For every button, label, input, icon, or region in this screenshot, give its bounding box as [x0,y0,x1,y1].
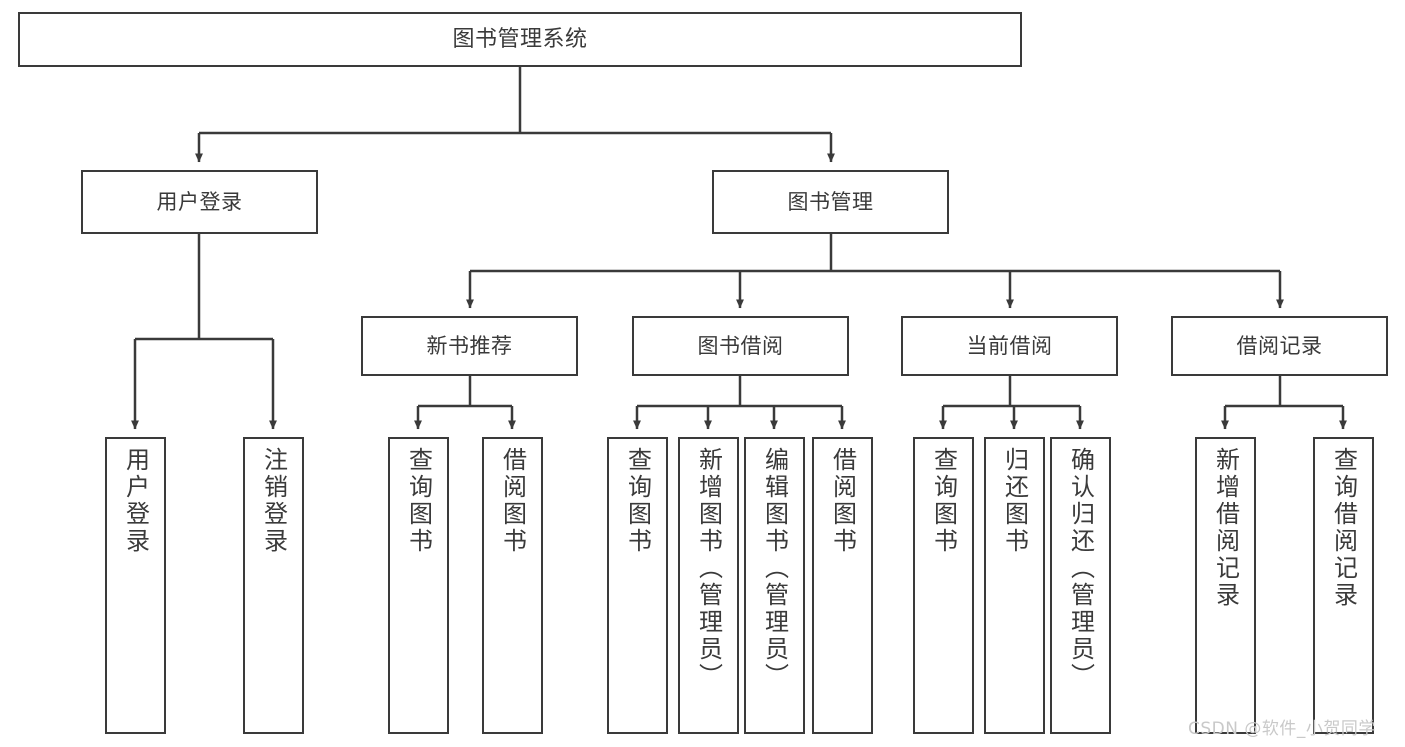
node-label: 确认归还（管理员） [1066,447,1095,690]
leaf-book-borrow-borrow-book[interactable]: 借阅图书 [812,437,873,734]
node-label: 图书管理系统 [452,26,588,52]
node-label: 图书借阅 [697,333,784,358]
node-current-borrow[interactable]: 当前借阅 [901,316,1118,376]
node-label: 借阅图书 [828,447,857,555]
leaf-borrow-record-add-record[interactable]: 新增借阅记录 [1195,437,1256,734]
leaf-book-borrow-edit-book-admin[interactable]: 编辑图书（管理员） [744,437,805,734]
node-label: 新书推荐 [426,333,513,358]
node-new-book-recommend[interactable]: 新书推荐 [361,316,578,376]
node-label: 查询借阅记录 [1329,447,1358,609]
leaf-user-login-logout[interactable]: 注销登录 [243,437,304,734]
leaf-book-borrow-query-book[interactable]: 查询图书 [607,437,668,734]
node-label: 编辑图书（管理员） [760,447,789,690]
node-borrow-record[interactable]: 借阅记录 [1171,316,1388,376]
node-book-management[interactable]: 图书管理 [712,170,949,234]
node-label: 查询图书 [404,447,433,555]
leaf-current-borrow-return-book[interactable]: 归还图书 [984,437,1045,734]
node-label: 当前借阅 [966,333,1053,358]
leaf-user-login-login[interactable]: 用户登录 [105,437,166,734]
node-label: 注销登录 [259,447,288,555]
node-label: 用户登录 [121,447,150,555]
node-label: 查询图书 [929,447,958,555]
leaf-current-borrow-query-book[interactable]: 查询图书 [913,437,974,734]
leaf-current-borrow-confirm-return-admin[interactable]: 确认归还（管理员） [1050,437,1111,734]
node-label: 图书管理 [787,189,874,214]
node-book-borrow[interactable]: 图书借阅 [632,316,849,376]
leaf-new-book-query-book[interactable]: 查询图书 [388,437,449,734]
leaf-borrow-record-query-record[interactable]: 查询借阅记录 [1313,437,1374,734]
node-label: 新增图书（管理员） [694,447,723,690]
node-label: 新增借阅记录 [1211,447,1240,609]
node-root-book-management-system[interactable]: 图书管理系统 [18,12,1022,67]
csdn-watermark: CSDN @软件_小贺同学 [1188,719,1376,739]
leaf-new-book-borrow-book[interactable]: 借阅图书 [482,437,543,734]
node-label: 借阅记录 [1236,333,1323,358]
node-label: 借阅图书 [498,447,527,555]
node-label: 查询图书 [623,447,652,555]
node-user-login[interactable]: 用户登录 [81,170,318,234]
leaf-book-borrow-add-book-admin[interactable]: 新增图书（管理员） [678,437,739,734]
node-label: 归还图书 [1000,447,1029,555]
node-label: 用户登录 [156,189,243,214]
